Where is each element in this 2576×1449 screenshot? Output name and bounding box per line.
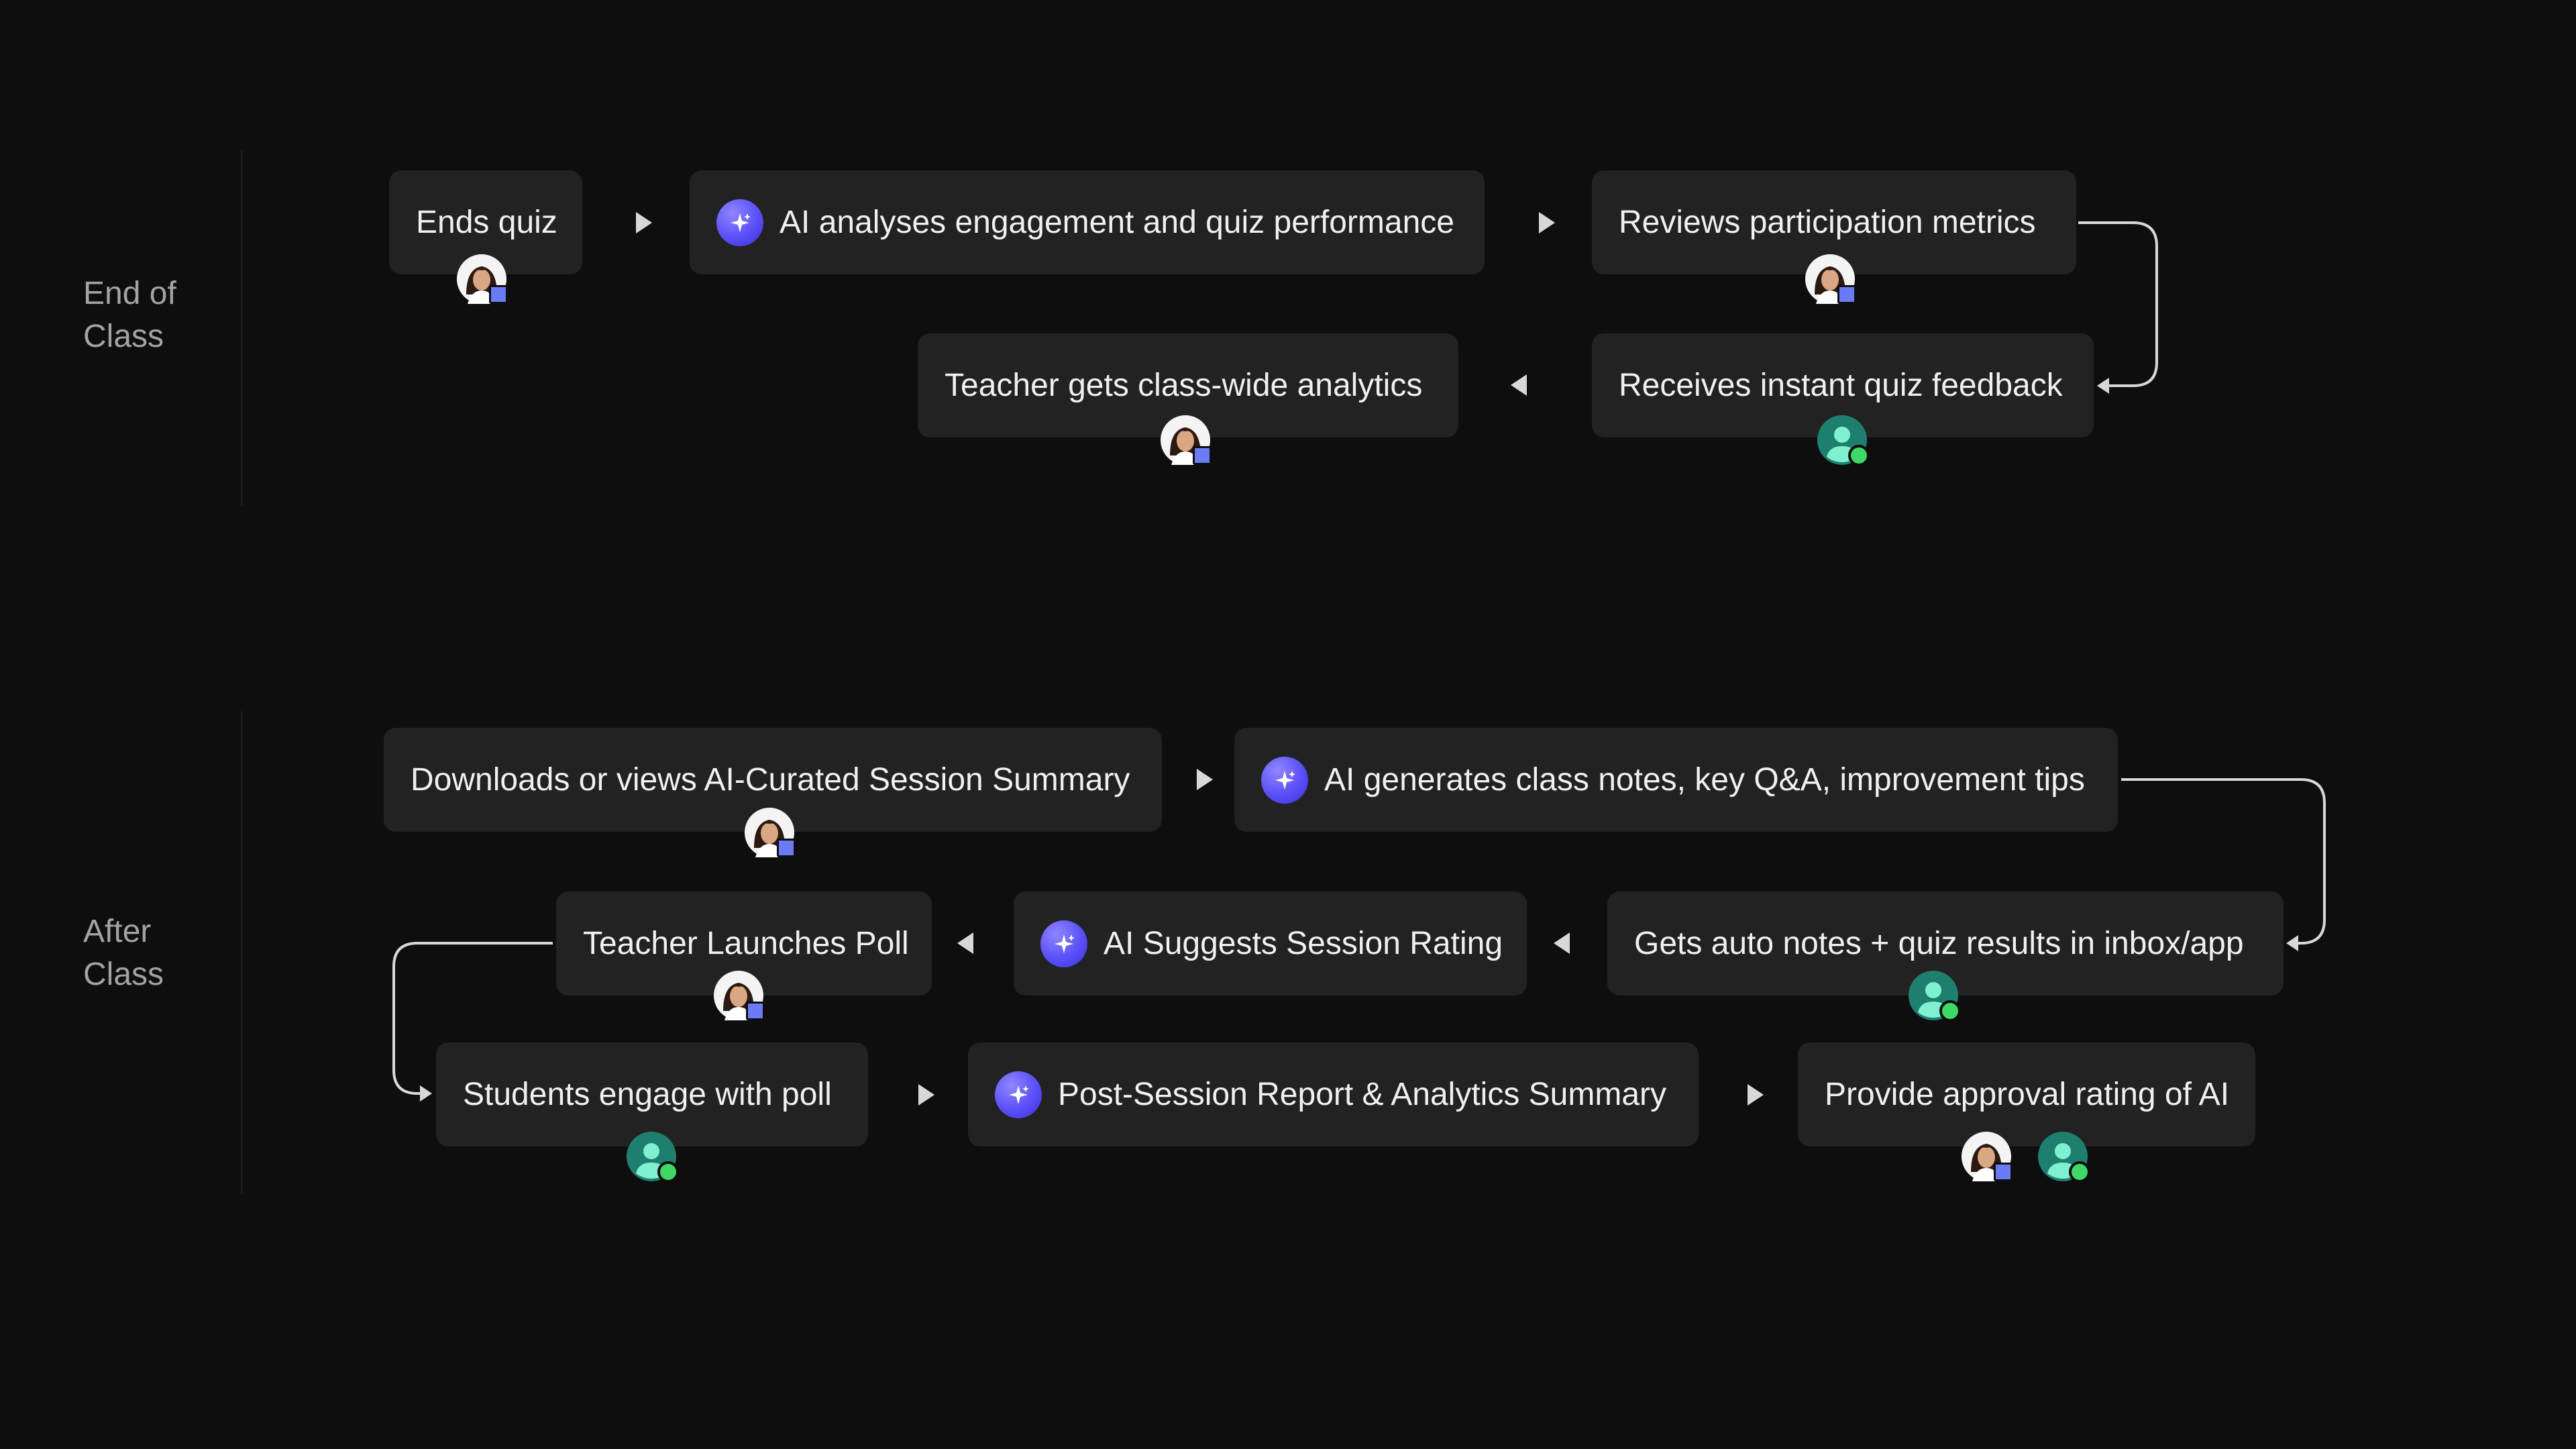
triangle-arrow-icon xyxy=(1194,767,1214,792)
node-students-engage-poll: Students engage with poll xyxy=(436,1042,868,1146)
node-ai-analyses: AI analyses engagement and quiz performa… xyxy=(690,170,1485,274)
teacher-avatar-icon xyxy=(1161,415,1212,465)
student-badge xyxy=(2069,1161,2090,1183)
teacher-avatar-icon xyxy=(745,808,796,857)
teacher-badge xyxy=(489,285,508,304)
student-avatar-icon xyxy=(627,1132,679,1183)
triangle-arrow-icon xyxy=(916,1083,936,1107)
actors-downloads-summary xyxy=(745,808,796,857)
student-badge xyxy=(1848,445,1870,466)
node-ai-generates-notes: AI generates class notes, key Q&A, impro… xyxy=(1234,728,2118,832)
teacher-avatar-icon xyxy=(457,254,508,304)
node-label: AI generates class notes, key Q&A, impro… xyxy=(1324,762,2085,798)
triangle-arrow-icon xyxy=(956,931,976,955)
section-divider xyxy=(241,151,243,506)
teacher-avatar-icon xyxy=(1805,254,1856,304)
actors-teacher-launches-poll xyxy=(714,971,765,1020)
connector-arrowhead xyxy=(2097,378,2109,394)
actors-reviews-metrics xyxy=(1805,254,1856,304)
triangle-arrow-icon xyxy=(1509,373,1529,397)
node-label: Provide approval rating of AI xyxy=(1825,1077,2230,1112)
student-avatar-icon xyxy=(1817,415,1870,466)
teacher-badge xyxy=(1994,1163,2012,1181)
teacher-avatar-icon xyxy=(1962,1132,2012,1181)
node-label: AI Suggests Session Rating xyxy=(1104,926,1503,961)
sparkle-icon xyxy=(1040,920,1087,967)
student-avatar-icon xyxy=(2038,1132,2090,1183)
student-badge xyxy=(657,1161,679,1183)
actors-gets-auto-notes xyxy=(1909,971,1961,1022)
teacher-badge xyxy=(777,839,796,857)
node-label: Ends quiz xyxy=(416,205,557,240)
teacher-avatar-icon xyxy=(714,971,765,1020)
node-label: Gets auto notes + quiz results in inbox/… xyxy=(1634,926,2244,961)
node-ends-quiz: Ends quiz xyxy=(389,170,582,274)
connector-arrowhead xyxy=(2286,935,2298,951)
sparkle-icon xyxy=(1261,756,1308,804)
section-divider xyxy=(241,711,243,1194)
node-label: Receives instant quiz feedback xyxy=(1619,368,2063,403)
node-label: Reviews participation metrics xyxy=(1619,205,2036,240)
section-label-after-class: After Class xyxy=(83,914,164,992)
node-label: Downloads or views AI-Curated Session Su… xyxy=(411,762,1130,798)
triangle-arrow-icon xyxy=(633,211,653,235)
node-label: AI analyses engagement and quiz performa… xyxy=(780,205,1454,240)
node-post-session-report: Post-Session Report & Analytics Summary xyxy=(968,1042,1699,1146)
node-label: Teacher Launches Poll xyxy=(583,926,909,961)
student-avatar-icon xyxy=(1909,971,1961,1022)
node-ai-suggests-rating: AI Suggests Session Rating xyxy=(1014,892,1527,996)
connector-arrowhead xyxy=(420,1085,432,1102)
node-provide-approval: Provide approval rating of AI xyxy=(1798,1042,2255,1146)
node-label: Teacher gets class-wide analytics xyxy=(945,368,1423,403)
node-label: Post-Session Report & Analytics Summary xyxy=(1058,1077,1667,1112)
sparkle-icon xyxy=(995,1071,1042,1118)
teacher-badge xyxy=(1837,285,1856,304)
actors-ends-quiz xyxy=(457,254,508,304)
actors-receives-feedback xyxy=(1817,415,1870,466)
actors-students-engage-poll xyxy=(627,1132,679,1183)
teacher-badge xyxy=(1193,446,1212,465)
triangle-arrow-icon xyxy=(1536,211,1556,235)
actors-provide-approval xyxy=(1962,1132,2090,1183)
section-label-end-of-class: End of Class xyxy=(83,276,176,354)
actors-teacher-analytics xyxy=(1161,415,1212,465)
teacher-badge xyxy=(746,1002,765,1020)
triangle-arrow-icon xyxy=(1745,1083,1765,1107)
node-label: Students engage with poll xyxy=(463,1077,832,1112)
sparkle-icon xyxy=(716,199,763,246)
student-badge xyxy=(1939,1000,1961,1022)
triangle-arrow-icon xyxy=(1552,931,1572,955)
